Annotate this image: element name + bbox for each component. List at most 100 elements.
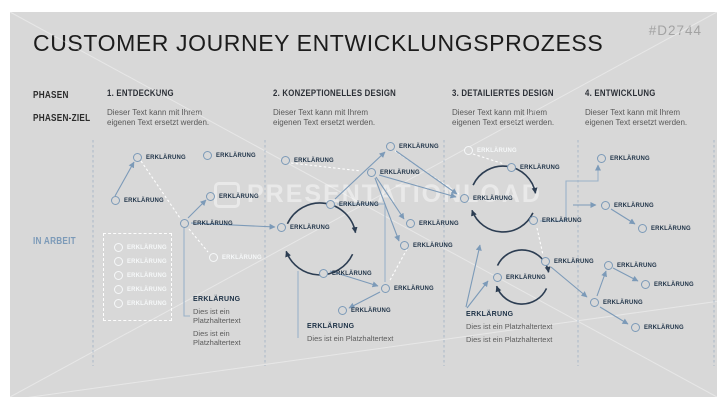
placeholder-title: ERKLÄRUNG	[466, 311, 514, 318]
node-circle-icon	[601, 200, 610, 210]
node-circle-icon	[493, 272, 502, 282]
row-label-phasen-ziel: PHASEN-ZIEL	[33, 113, 91, 124]
node-circle-icon	[464, 145, 473, 155]
phase-title-4: 4. ENTWICKLUNG	[585, 88, 656, 99]
phase-goal-text-1: Dieser Text kann mit Ihrem eigenen Text …	[107, 108, 210, 127]
node-circle-icon	[114, 284, 123, 294]
node-circle-icon	[460, 193, 469, 203]
phase-goal-text-4: Dieser Text kann mit Ihrem eigenen Text …	[585, 108, 688, 127]
node-label: ERKLÄRUNG	[332, 269, 372, 277]
erklaerung-node: ERKLÄRUNG	[590, 297, 646, 307]
erklaerung-node: ERKLÄRUNG	[631, 322, 687, 332]
erklaerung-node: ERKLÄRUNG	[406, 218, 462, 228]
erklaerung-node: ERKLÄRUNG	[507, 162, 563, 172]
erklaerung-node: ERKLÄRUNG	[180, 218, 236, 228]
erklaerung-node: ERKLÄRUNG	[209, 252, 265, 262]
page-title: CUSTOMER JOURNEY ENTWICKLUNGSPROZESS	[33, 30, 604, 56]
node-label: ERKLÄRUNG	[127, 271, 167, 279]
erklaerung-node: ERKLÄRUNG	[601, 200, 657, 210]
erklaerung-node: ERKLÄRUNG	[604, 260, 660, 270]
erklaerung-node: ERKLÄRUNG	[460, 193, 516, 203]
erklaerung-node: ERKLÄRUNG	[367, 167, 423, 177]
erklaerung-node: ERKLÄRUNG	[277, 222, 333, 232]
placeholder-text-block: ERKLÄRUNG Dies ist ein Platzhaltertext	[307, 323, 437, 343]
node-circle-icon	[133, 152, 142, 162]
node-circle-icon	[638, 223, 647, 233]
erklaerung-node: ERKLÄRUNG	[203, 150, 259, 160]
node-circle-icon	[381, 283, 390, 293]
node-circle-icon	[631, 322, 640, 332]
erklaerung-node: ERKLÄRUNG	[641, 279, 697, 289]
node-circle-icon	[277, 222, 286, 232]
watermark-logo-icon	[214, 181, 240, 208]
node-label: ERKLÄRUNG	[419, 219, 459, 227]
node-label: ERKLÄRUNG	[216, 151, 256, 159]
placeholder-title: ERKLÄRUNG	[307, 323, 355, 330]
node-label: ERKLÄRUNG	[339, 200, 379, 208]
node-circle-icon	[406, 218, 415, 228]
node-label: ERKLÄRUNG	[603, 298, 643, 306]
placeholder-line: Dies ist ein Platzhaltertext	[193, 307, 241, 325]
erklaerung-node: ERKLÄRUNG	[114, 242, 170, 252]
node-label: ERKLÄRUNG	[520, 163, 560, 171]
phase-goal-text-3: Dieser Text kann mit Ihrem eigenen Text …	[452, 108, 555, 127]
node-label: ERKLÄRUNG	[610, 154, 650, 162]
node-label: ERKLÄRUNG	[473, 194, 513, 202]
row-label-phasen: PHASEN	[33, 90, 69, 101]
slide-background: PRESENTATIONLOAD CUSTOMER JOURNEY ENTWIC…	[9, 11, 727, 401]
node-circle-icon	[338, 305, 347, 315]
placeholder-title: ERKLÄRUNG	[193, 296, 241, 303]
erklaerung-node: ERKLÄRUNG	[493, 272, 549, 282]
erklaerung-node: ERKLÄRUNG	[133, 152, 189, 162]
in-progress-dashed-box	[103, 233, 172, 321]
erklaerung-node: ERKLÄRUNG	[400, 240, 456, 250]
node-label: ERKLÄRUNG	[399, 142, 439, 150]
node-circle-icon	[400, 240, 409, 250]
template-id-badge: #D2744	[648, 23, 702, 38]
node-label: ERKLÄRUNG	[222, 253, 262, 261]
erklaerung-node: ERKLÄRUNG	[114, 298, 170, 308]
node-label: ERKLÄRUNG	[294, 156, 334, 164]
node-circle-icon	[114, 242, 123, 252]
node-circle-icon	[529, 215, 538, 225]
row-label-in-arbeit: IN ARBEIT	[33, 236, 76, 247]
placeholder-line: Dies ist ein Platzhaltertext	[307, 334, 394, 343]
node-circle-icon	[180, 218, 189, 228]
node-label: ERKLÄRUNG	[193, 219, 233, 227]
node-label: ERKLÄRUNG	[644, 323, 684, 331]
erklaerung-node: ERKLÄRUNG	[386, 141, 442, 151]
node-label: ERKLÄRUNG	[380, 168, 420, 176]
erklaerung-node: ERKLÄRUNG	[326, 199, 382, 209]
erklaerung-node: ERKLÄRUNG	[381, 283, 437, 293]
node-circle-icon	[203, 150, 212, 160]
erklaerung-node: ERKLÄRUNG	[541, 256, 597, 266]
erklaerung-node: ERKLÄRUNG	[638, 223, 694, 233]
phase-title-2: 2. KONZEPTIONELLES DESIGN	[273, 88, 397, 99]
erklaerung-node: ERKLÄRUNG	[319, 268, 375, 278]
erklaerung-node: ERKLÄRUNG	[114, 270, 170, 280]
phase-goal-text-2: Dieser Text kann mit Ihrem eigenen Text …	[273, 108, 376, 127]
erklaerung-node: ERKLÄRUNG	[114, 284, 170, 294]
node-circle-icon	[604, 260, 613, 270]
erklaerung-node: ERKLÄRUNG	[338, 305, 394, 315]
node-label: ERKLÄRUNG	[394, 284, 434, 292]
node-label: ERKLÄRUNG	[651, 224, 691, 232]
node-label: ERKLÄRUNG	[477, 146, 517, 154]
node-circle-icon	[114, 270, 123, 280]
node-label: ERKLÄRUNG	[413, 241, 453, 249]
node-circle-icon	[319, 268, 328, 278]
erklaerung-node: ERKLÄRUNG	[114, 256, 170, 266]
node-circle-icon	[281, 155, 290, 165]
node-circle-icon	[114, 298, 123, 308]
node-circle-icon	[597, 153, 606, 163]
placeholder-line: Dies ist ein Platzhaltertext	[193, 329, 241, 347]
node-label: ERKLÄRUNG	[219, 192, 259, 200]
node-circle-icon	[590, 297, 599, 307]
erklaerung-node: ERKLÄRUNG	[464, 145, 520, 155]
node-circle-icon	[641, 279, 650, 289]
node-label: ERKLÄRUNG	[127, 257, 167, 265]
node-circle-icon	[209, 252, 218, 262]
erklaerung-node: ERKLÄRUNG	[597, 153, 653, 163]
placeholder-line: Dies ist ein Platzhaltertext	[466, 335, 553, 344]
